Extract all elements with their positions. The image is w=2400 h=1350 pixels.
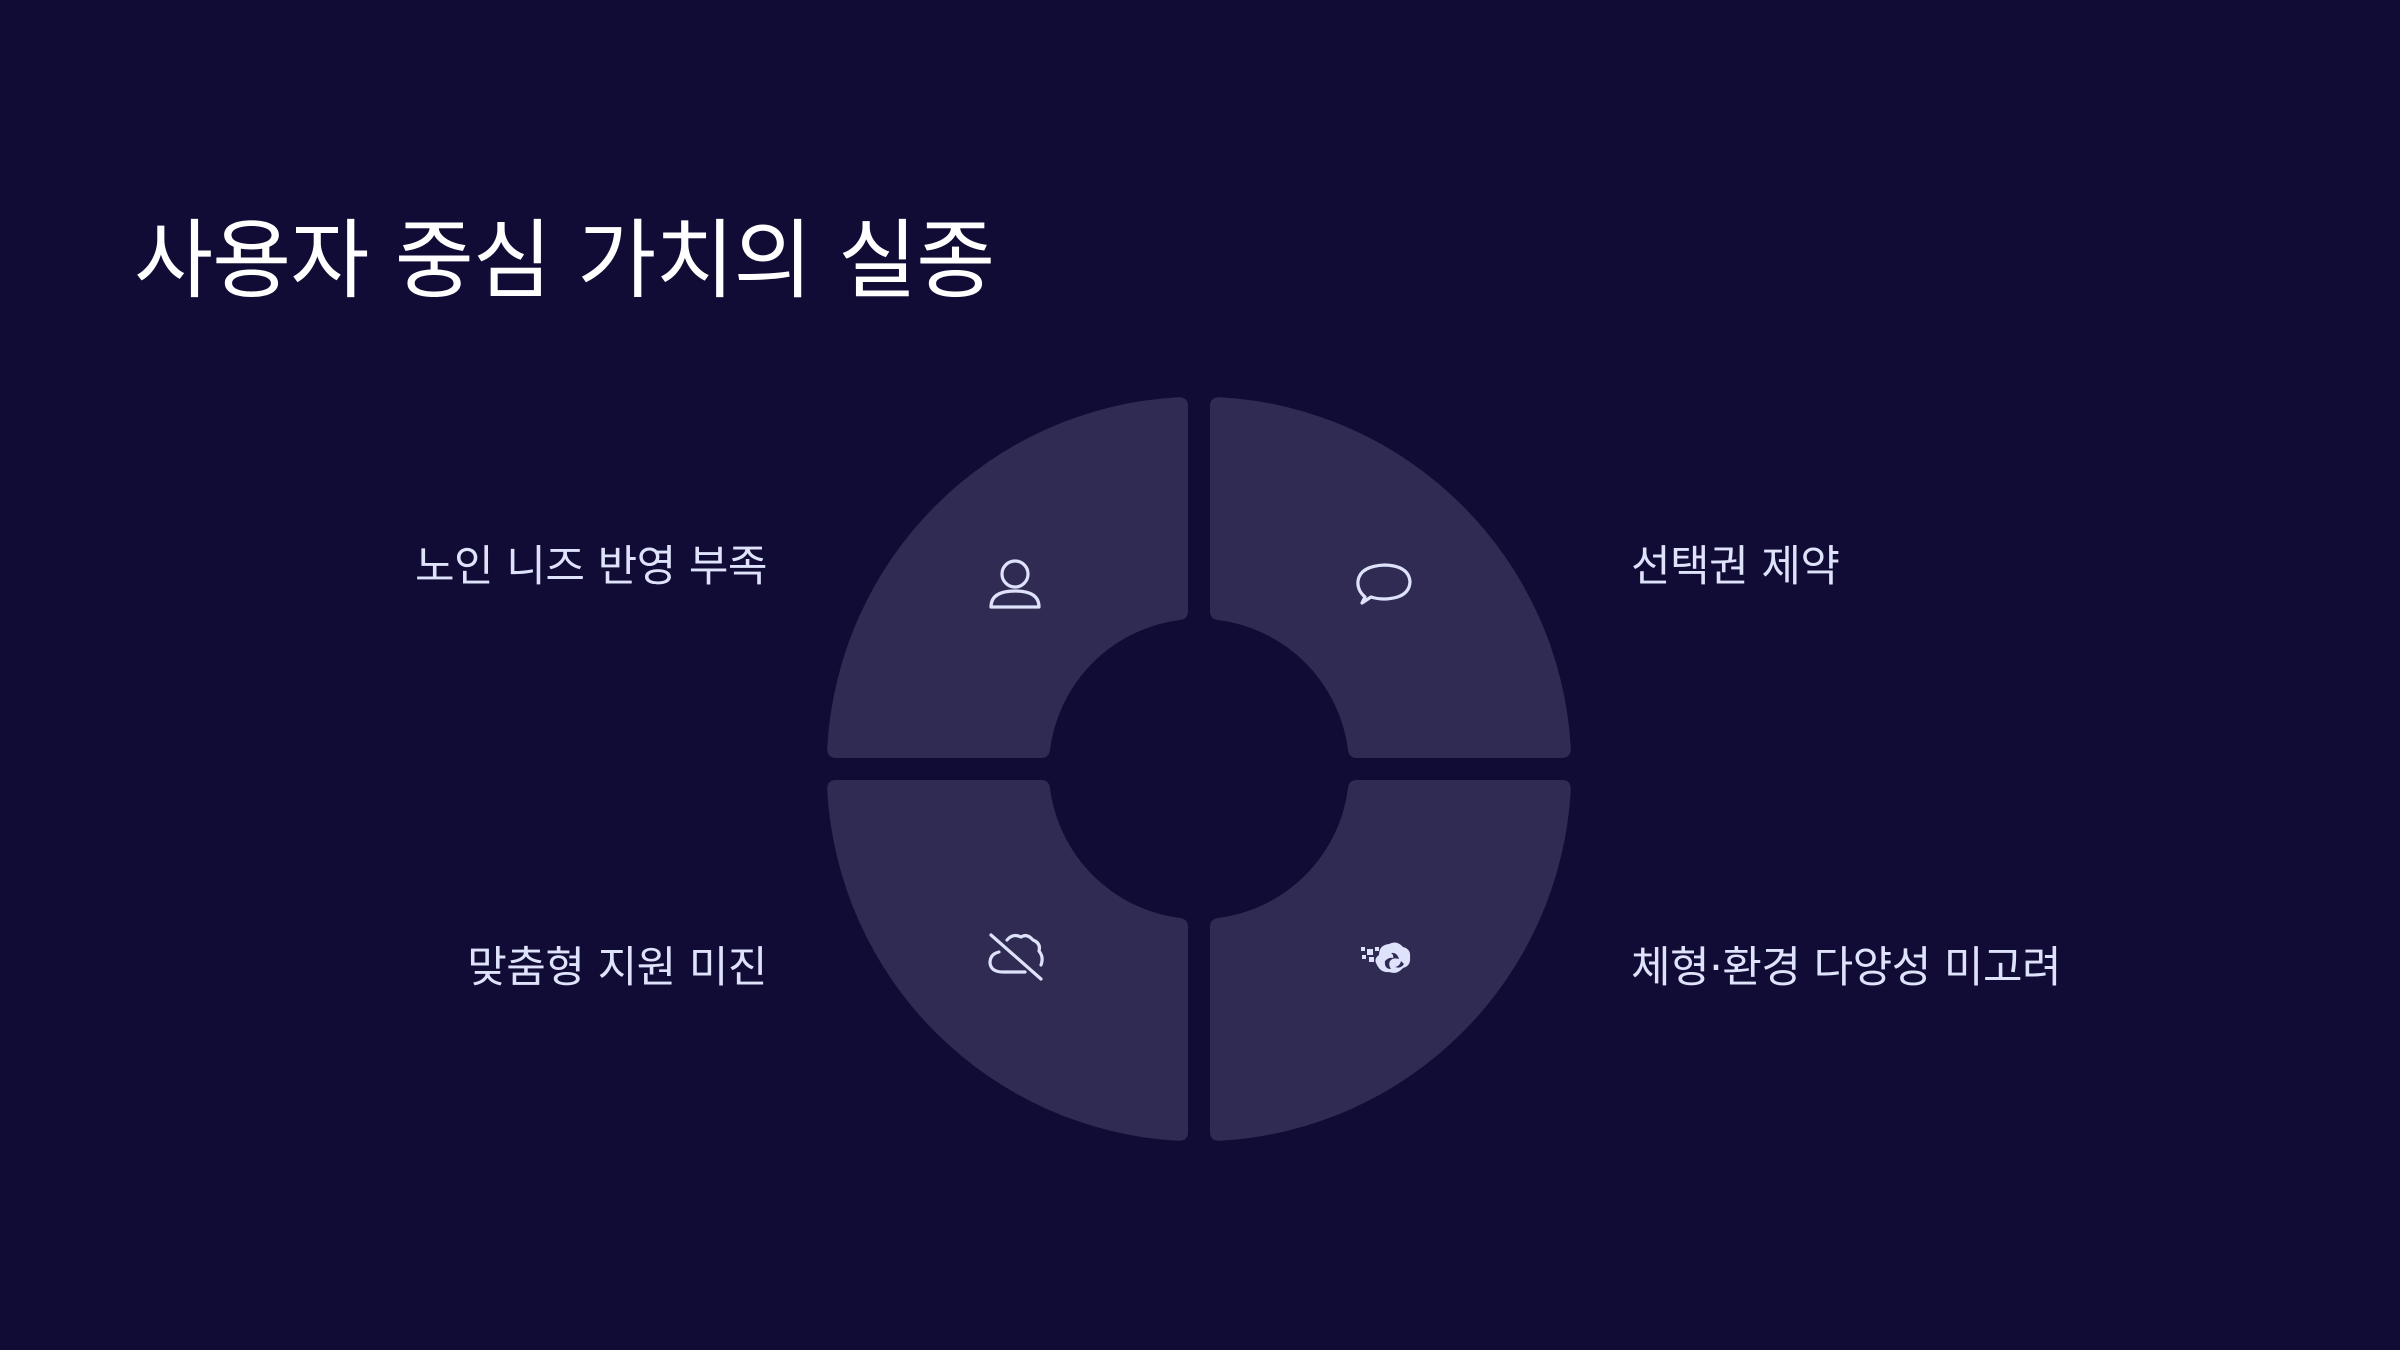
segment-bottom-right bbox=[1210, 780, 1571, 1141]
page-title: 사용자 중심 가치의 실종 bbox=[134, 211, 995, 311]
segment-bottom-left bbox=[827, 780, 1188, 1141]
label-top-left: 노인 니즈 반영 부족 bbox=[415, 542, 768, 592]
label-top-right: 선택권 제약 bbox=[1631, 542, 1840, 592]
segment-top-left bbox=[827, 397, 1188, 758]
user-icon bbox=[983, 553, 1047, 617]
speech-bubble-icon bbox=[1353, 553, 1417, 617]
label-bottom-right: 체형·환경 다양성 미고려 bbox=[1631, 943, 2062, 993]
cloud-pixel-icon bbox=[1353, 923, 1417, 987]
segment-top-right bbox=[1210, 397, 1571, 758]
cloud-off-icon bbox=[983, 923, 1047, 987]
label-bottom-left: 맞춤형 지원 미진 bbox=[467, 943, 767, 993]
